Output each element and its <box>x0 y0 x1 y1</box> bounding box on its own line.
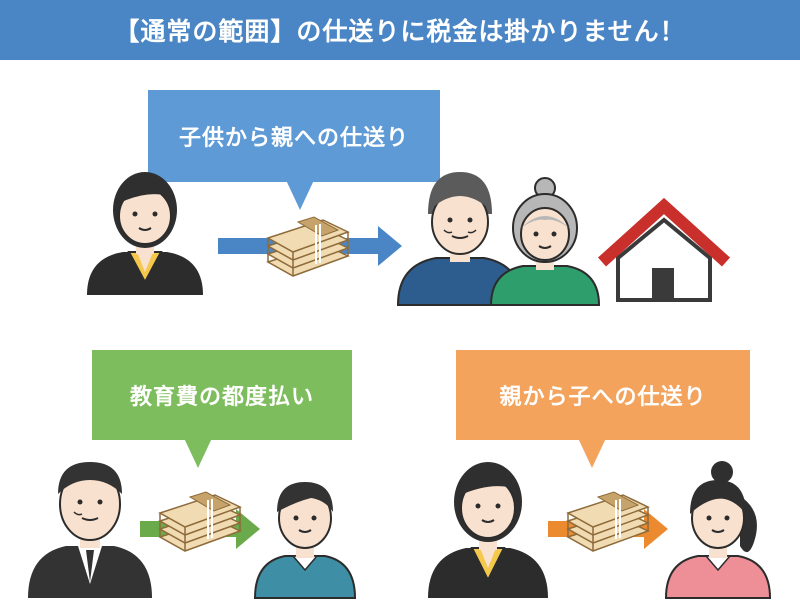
son-figure <box>253 482 357 599</box>
elderly-woman-figure <box>489 177 601 306</box>
daughter-young-figure <box>664 461 772 599</box>
mother-figure <box>428 462 548 598</box>
scene-2-label-bubble: 教育費の都度払い <box>92 350 352 440</box>
scene-3 <box>428 461 772 599</box>
cash-stack-icon <box>567 491 649 552</box>
daughter-figure <box>87 172 203 295</box>
scene-1 <box>87 172 731 306</box>
page-title: 【通常の範囲】の仕送りに税金は掛かりません！ <box>0 0 800 60</box>
scene-2 <box>28 462 357 599</box>
scene-1-label: 子供から親への仕送り <box>178 126 409 151</box>
father-figure <box>28 462 152 598</box>
cash-stack-icon <box>267 216 349 277</box>
scene-3-label: 親から子への仕送り <box>499 385 707 410</box>
scene-1-bubble-tail <box>286 180 314 210</box>
scene-1-label-bubble: 子供から親への仕送り <box>148 90 440 182</box>
scene-2-bubble-tail <box>184 438 212 468</box>
scene-2-label: 教育費の都度払い <box>129 385 314 410</box>
elderly-man-figure <box>396 172 524 306</box>
cash-stack-icon <box>159 491 241 552</box>
scene-3-label-bubble: 親から子への仕送り <box>456 350 750 440</box>
house-icon <box>597 197 731 302</box>
scene-3-bubble-tail <box>578 438 606 468</box>
